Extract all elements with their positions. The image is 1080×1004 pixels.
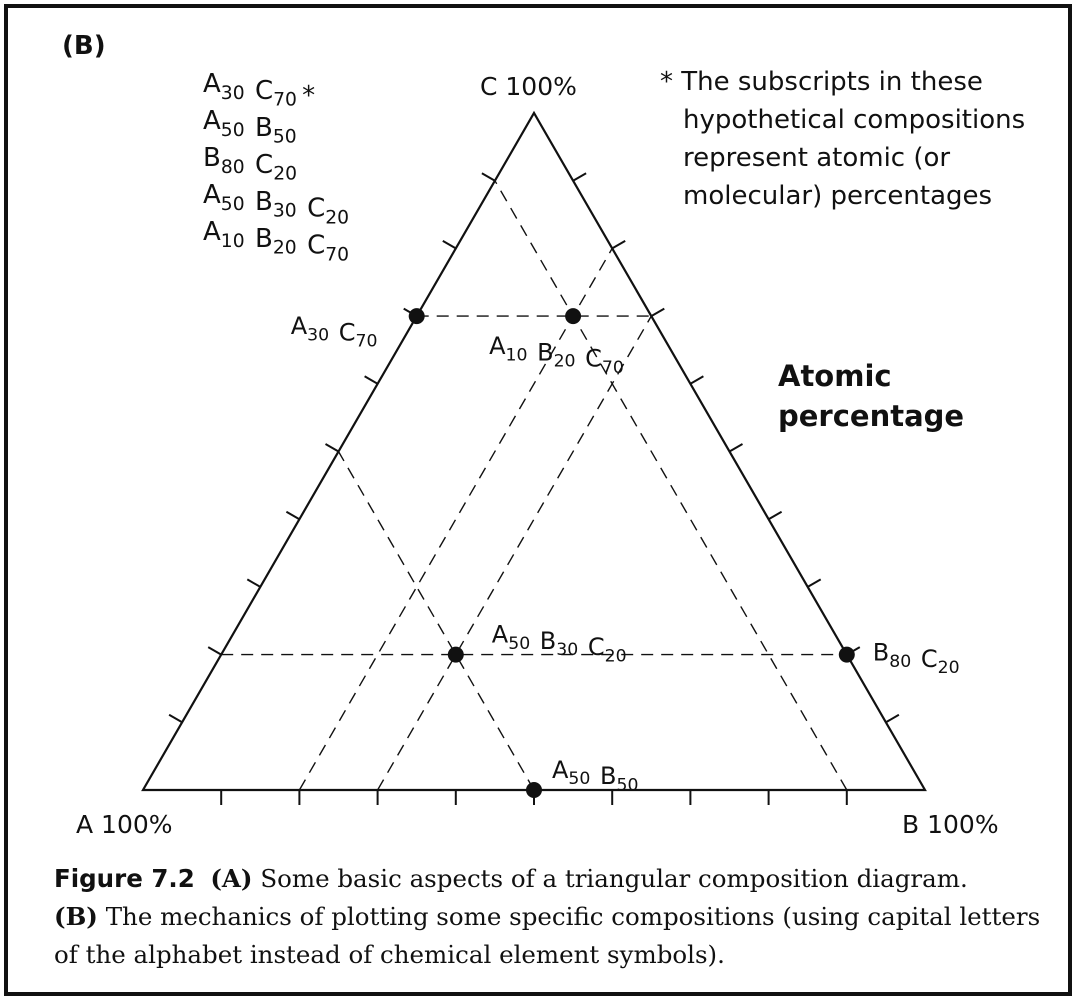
vertex-label-a: A 100% [76,810,173,839]
tick-mark [768,510,783,521]
footnote-line: * The subscripts in these [660,67,983,97]
tick-mark [325,443,339,453]
tick-mark [364,375,379,385]
side-label-line: Atomic [778,359,892,393]
point-a50b30c20 [447,646,464,663]
footnote-line: represent atomic (or [683,143,950,173]
panel-label: (B) [62,31,106,61]
point-a50b50 [526,782,542,798]
tick-mark [885,713,900,724]
caption-a-label: (A) [210,864,253,893]
tick-mark [650,307,665,317]
tick-mark [168,713,183,724]
tick-mark [207,646,222,656]
tick-mark [611,240,626,250]
point-a30c70 [408,308,425,325]
point-b80c20 [838,646,855,663]
tick-marks [168,172,900,805]
footnote-line: molecular) percentages [683,181,992,211]
tick-mark [572,172,587,182]
vertex-label-c: C 100% [480,72,577,101]
caption-b-text: The mechanics of plotting some specific … [54,902,1041,969]
figure-caption: Figure 7.2 (A) Some basic aspects of a t… [54,860,1044,974]
tick-mark [689,375,704,385]
point-a10b20c70 [565,308,582,325]
tick-mark [729,443,743,453]
guide-line [494,180,848,791]
tick-mark [481,172,496,182]
vertex-label-b: B 100% [902,810,999,839]
composition-points [408,308,855,798]
guide-line [376,315,652,791]
guide-lines [221,180,848,791]
tick-mark [246,578,261,588]
tick-mark [807,578,822,588]
footnote-line: hypothetical compositions [683,105,1025,135]
caption-a-text: Some basic aspects of a triangular compo… [252,864,968,893]
footnote: * The subscripts in these hypothetical c… [660,67,1025,211]
guide-line [298,248,613,791]
figure-frame [4,4,1072,996]
tick-mark [285,510,300,521]
caption-b-label: (B) [54,902,98,931]
tick-mark [442,240,457,250]
side-label-line: percentage [778,399,964,433]
guide-line [337,451,535,791]
caption-figure-number: Figure 7.2 [54,864,195,893]
